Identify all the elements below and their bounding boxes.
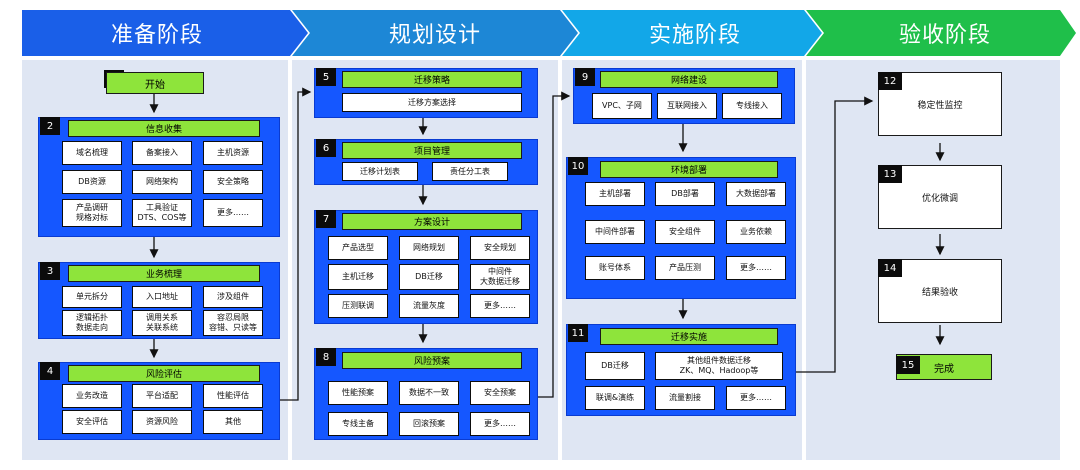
- item-more[interactable]: 更多……: [726, 256, 786, 280]
- group-title: 迁移策略: [342, 71, 522, 88]
- item-platform-adapt[interactable]: 平台适配: [132, 384, 192, 408]
- item-joint-drill[interactable]: 联调&演练: [585, 386, 645, 410]
- phase-title-accept: 验收阶段: [898, 23, 991, 48]
- group-title: 方案设计: [342, 213, 522, 230]
- item-traffic-gray[interactable]: 流量灰度: [399, 294, 459, 318]
- group-title: 网络建设: [600, 71, 778, 88]
- item-dedicated-line[interactable]: 专线主备: [328, 412, 388, 436]
- item-performance[interactable]: 性能评估: [203, 384, 263, 408]
- arrow-4-5: [270, 87, 312, 401]
- step-number: 14: [878, 259, 902, 277]
- item-host-resources[interactable]: 主机资源: [203, 141, 263, 165]
- item-db-resources[interactable]: DB资源: [62, 170, 122, 194]
- item-more[interactable]: 更多……: [203, 199, 263, 227]
- item-domain[interactable]: 域名梳理: [62, 141, 122, 165]
- item-security-policy[interactable]: 安全策略: [203, 170, 263, 194]
- group-title: 项目管理: [342, 142, 522, 159]
- phase-title-prep: 准备阶段: [110, 23, 203, 48]
- phase-title-impl: 实施阶段: [648, 23, 741, 48]
- item-more[interactable]: 更多……: [726, 386, 786, 410]
- item-rollback-plan[interactable]: 回滚预案: [399, 412, 459, 436]
- step-number: 11: [568, 324, 588, 342]
- chevron-prep: [22, 10, 308, 56]
- group-title: 信息收集: [68, 120, 260, 137]
- step-number: 12: [878, 72, 902, 90]
- item-other-data-migrate[interactable]: 其他组件数据迁移 ZK、MQ、Hadoop等: [655, 352, 783, 380]
- item-account-system[interactable]: 账号体系: [585, 256, 645, 280]
- item-security-plan[interactable]: 安全预案: [470, 381, 530, 405]
- item-unit-split[interactable]: 单元拆分: [62, 286, 122, 308]
- item-vpc-subnet[interactable]: VPC、子网: [592, 93, 652, 119]
- step-number: 2: [40, 117, 60, 135]
- item-icp[interactable]: 备案接入: [132, 141, 192, 165]
- step-number: 4: [40, 362, 60, 380]
- item-product-selection[interactable]: 产品选型: [328, 236, 388, 260]
- phase-title-plan: 规划设计: [388, 23, 481, 48]
- item-pressure-test[interactable]: 压测联调: [328, 294, 388, 318]
- item-middleware-deploy[interactable]: 中间件部署: [585, 220, 645, 244]
- item-db-deploy[interactable]: DB部署: [655, 182, 715, 206]
- item-network-arch[interactable]: 网络架构: [132, 170, 192, 194]
- item-internet-access[interactable]: 互联网接入: [657, 93, 717, 119]
- item-performance-plan[interactable]: 性能预案: [328, 381, 388, 405]
- item-host-deploy[interactable]: 主机部署: [585, 182, 645, 206]
- arrow-8-9: [536, 91, 571, 398]
- chevron-plan: [292, 10, 578, 56]
- item-logic-topology[interactable]: 逻辑拓扑 数据走向: [62, 310, 122, 336]
- item-call-relations[interactable]: 调用关系 关联系统: [132, 310, 192, 336]
- item-security-eval[interactable]: 安全评估: [62, 410, 122, 434]
- item-dedicated-access[interactable]: 专线接入: [722, 93, 782, 119]
- item-security-planning[interactable]: 安全规划: [470, 236, 530, 260]
- item-middleware-bigdata[interactable]: 中间件 大数据迁移: [470, 264, 530, 290]
- item-components[interactable]: 涉及组件: [203, 286, 263, 308]
- item-host-migration[interactable]: 主机迁移: [328, 264, 388, 290]
- step-number: 10: [568, 157, 588, 175]
- chevron-impl: [562, 10, 822, 56]
- step-number: 9: [575, 68, 595, 86]
- group-title: 业务梳理: [68, 265, 260, 282]
- item-product-research[interactable]: 产品调研 规格对标: [62, 199, 122, 227]
- item-network-planning[interactable]: 网络规划: [399, 236, 459, 260]
- group-title: 迁移实施: [600, 328, 778, 345]
- item-product-pressure[interactable]: 产品压测: [655, 256, 715, 280]
- item-data-inconsistency[interactable]: 数据不一致: [399, 381, 459, 405]
- step-number: 6: [316, 139, 336, 157]
- item-entry-address[interactable]: 入口地址: [132, 286, 192, 308]
- step-number: 13: [878, 165, 902, 183]
- step-number: 8: [316, 348, 336, 366]
- step-number: 5: [316, 68, 336, 86]
- item-migration-plan-select[interactable]: 迁移方案选择: [342, 93, 522, 112]
- item-bigdata-deploy[interactable]: 大数据部署: [726, 182, 786, 206]
- item-more[interactable]: 更多……: [470, 412, 530, 436]
- item-more[interactable]: 更多……: [470, 294, 530, 318]
- step-start[interactable]: 开始: [106, 72, 204, 94]
- group-title: 风险预案: [342, 352, 522, 369]
- item-other[interactable]: 其他: [203, 410, 263, 434]
- item-resource-risk[interactable]: 资源风险: [132, 410, 192, 434]
- item-db-migrate[interactable]: DB迁移: [585, 352, 645, 380]
- step-number: 3: [40, 262, 60, 280]
- step-number: 15: [896, 356, 920, 374]
- arrow-11-12: [794, 96, 874, 373]
- item-responsibility[interactable]: 责任分工表: [432, 162, 508, 181]
- item-business-change[interactable]: 业务改造: [62, 384, 122, 408]
- item-tolerance[interactable]: 容忍局限 容错、只读等: [203, 310, 263, 336]
- item-business-deps[interactable]: 业务依赖: [726, 220, 786, 244]
- item-db-migration[interactable]: DB迁移: [399, 264, 459, 290]
- chevron-accept: [806, 10, 1076, 56]
- group-title: 风险评估: [68, 365, 260, 382]
- item-migration-schedule[interactable]: 迁移计划表: [342, 162, 418, 181]
- item-tool-verify[interactable]: 工具验证 DTS、COS等: [132, 199, 192, 227]
- step-number: 7: [316, 210, 336, 228]
- item-security-components[interactable]: 安全组件: [655, 220, 715, 244]
- group-title: 环境部署: [600, 161, 778, 178]
- item-traffic-cutover[interactable]: 流量割接: [655, 386, 715, 410]
